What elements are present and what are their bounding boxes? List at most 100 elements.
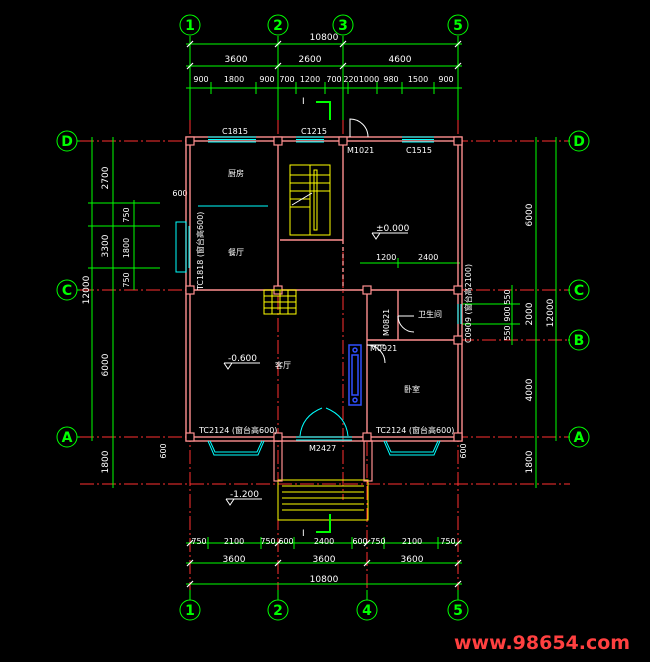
top-dimension-text: 10800 3600 2600 4600 900 1800 900 700 12… xyxy=(193,33,453,84)
axis-right-c: C xyxy=(574,283,584,299)
window-c0909 xyxy=(457,304,462,324)
level-mark-living xyxy=(223,362,260,370)
right-dim-mid: 2000 xyxy=(525,302,535,325)
bottom-dim-detail: 750 xyxy=(440,537,455,546)
window-tc2124-right xyxy=(383,440,441,456)
left-dim-detail: 1800 xyxy=(122,238,131,258)
label-tc2124-left: TC2124 (窗台高600) xyxy=(198,425,277,435)
room-labels: 厨房 餐厅 客厅 卫生间 卧室 xyxy=(228,168,442,394)
left-dim-mid: 2700 xyxy=(101,166,111,189)
bottom-dim-detail: 2100 xyxy=(224,537,244,546)
axis-bottom-4: 4 xyxy=(362,603,372,619)
top-dim-detail: 900 xyxy=(438,75,453,84)
left-dim-detail: 750 xyxy=(122,272,131,287)
label-c1515: C1515 xyxy=(406,146,432,155)
left-dim-mid: 3300 xyxy=(101,234,111,257)
top-overall-dim: 10800 xyxy=(310,33,339,43)
left-dim-detail: 750 xyxy=(122,207,131,222)
label-m0921: M0921 xyxy=(370,344,397,353)
columns xyxy=(185,136,463,442)
window-tc1818 xyxy=(175,221,190,273)
bottom-dim-detail: 750 xyxy=(370,537,385,546)
window-c1215 xyxy=(296,136,324,143)
windows xyxy=(175,136,462,456)
axis-left-a: A xyxy=(62,430,73,446)
top-dim-detail: 1000 xyxy=(359,75,379,84)
watermark: www.98654.com xyxy=(454,632,630,654)
level-exterior: -1.200 xyxy=(230,490,259,500)
entrance-steps xyxy=(277,479,369,521)
right-dim-detail: 900 xyxy=(503,306,512,321)
bottom-dim-detail: 750 xyxy=(260,537,275,546)
top-dim-detail: 1500 xyxy=(408,75,428,84)
window-c1815 xyxy=(208,136,256,143)
door-m0921 xyxy=(366,344,386,364)
right-dimension-text: 6000 12000 2000 4000 1800 550 900 550 60… xyxy=(459,203,556,473)
label-tc1818: TC1818 (窗台高600) xyxy=(195,212,205,291)
top-dim-detail: 1800 xyxy=(224,75,244,84)
tv-cabinet xyxy=(348,344,362,406)
top-dim-detail: 900 xyxy=(259,75,274,84)
inner-dim: 2400 xyxy=(418,253,438,262)
right-overall-dim: 12000 xyxy=(546,298,556,327)
axis-top-1: 1 xyxy=(185,18,195,34)
axis-left-d: D xyxy=(61,134,73,150)
top-dim-detail: 700 xyxy=(326,75,341,84)
inner-dim: 1200 xyxy=(376,253,396,262)
level-mark-exterior xyxy=(225,498,262,506)
top-dim-mid: 4600 xyxy=(389,55,412,65)
right-dim-detail: 550 xyxy=(503,325,512,340)
level-mark-main xyxy=(371,232,408,240)
label-m2427: M2427 xyxy=(309,444,336,453)
bottom-dim-detail: 2100 xyxy=(402,537,422,546)
bottom-dim-detail: 750 xyxy=(191,537,206,546)
axis-top-3: 3 xyxy=(338,18,348,34)
section-marks: I I xyxy=(302,97,331,539)
axis-bottom-2: 2 xyxy=(273,603,283,619)
label-c0909: C0909 (窗台高2100) xyxy=(463,264,473,343)
bottom-dim-detail: 600 xyxy=(352,537,367,546)
label-m0821: M0821 xyxy=(382,309,391,336)
room-kitchen: 厨房 xyxy=(228,168,244,178)
room-living: 客厅 xyxy=(275,360,291,370)
room-bedroom: 卧室 xyxy=(404,384,420,394)
label-m1021: M1021 xyxy=(347,146,374,155)
door-m0821 xyxy=(397,315,415,333)
bottom-overall-dim: 10800 xyxy=(310,575,339,585)
axis-left-c: C xyxy=(62,283,72,299)
axis-right-a: A xyxy=(574,430,585,446)
porch xyxy=(273,440,373,482)
top-dim-detail: 1200 xyxy=(300,75,320,84)
bottom-dim-detail: 600 xyxy=(278,537,293,546)
window-c1515 xyxy=(402,136,434,143)
level-main: ±0.000 xyxy=(376,224,410,234)
top-dim-mid: 3600 xyxy=(225,55,248,65)
right-dim-detail: 550 xyxy=(503,289,512,304)
top-dim-detail: 700 xyxy=(279,75,294,84)
door-m2427-swing xyxy=(299,407,349,437)
opening-labels: C1815 C1215 M1021 C1515 TC1818 (窗台高600) … xyxy=(195,127,473,453)
axis-right-d: D xyxy=(573,134,585,150)
bottom-dimension-text: 750 2100 750 600 2400 600 750 2100 750 3… xyxy=(191,537,455,585)
top-dim-detail: 900 xyxy=(193,75,208,84)
bottom-dim-mid: 3600 xyxy=(223,555,246,565)
top-dim-mid: 2600 xyxy=(299,55,322,65)
label-tc2124-right: TC2124 (窗台高600) xyxy=(375,425,454,435)
axis-labels: 1 2 3 5 1 2 4 5 D C A D C B A xyxy=(61,18,585,619)
section-mark-bottom: I xyxy=(302,529,305,539)
left-overall-dim: 12000 xyxy=(82,275,92,304)
door-m1021 xyxy=(349,118,369,138)
stairs xyxy=(263,164,369,521)
label-c1215: C1215 xyxy=(301,127,327,136)
left-bay-dim-bottom: 600 xyxy=(159,443,168,458)
right-dim-mid: 4000 xyxy=(525,378,535,401)
right-bay-dim: 600 xyxy=(459,443,468,458)
axis-bubbles xyxy=(56,14,590,621)
dimension-ticks xyxy=(186,40,462,588)
axis-bottom-5: 5 xyxy=(453,603,463,619)
right-dim-mid: 6000 xyxy=(525,203,535,226)
axis-right-b: B xyxy=(574,333,585,349)
axis-top-5: 5 xyxy=(453,18,463,34)
